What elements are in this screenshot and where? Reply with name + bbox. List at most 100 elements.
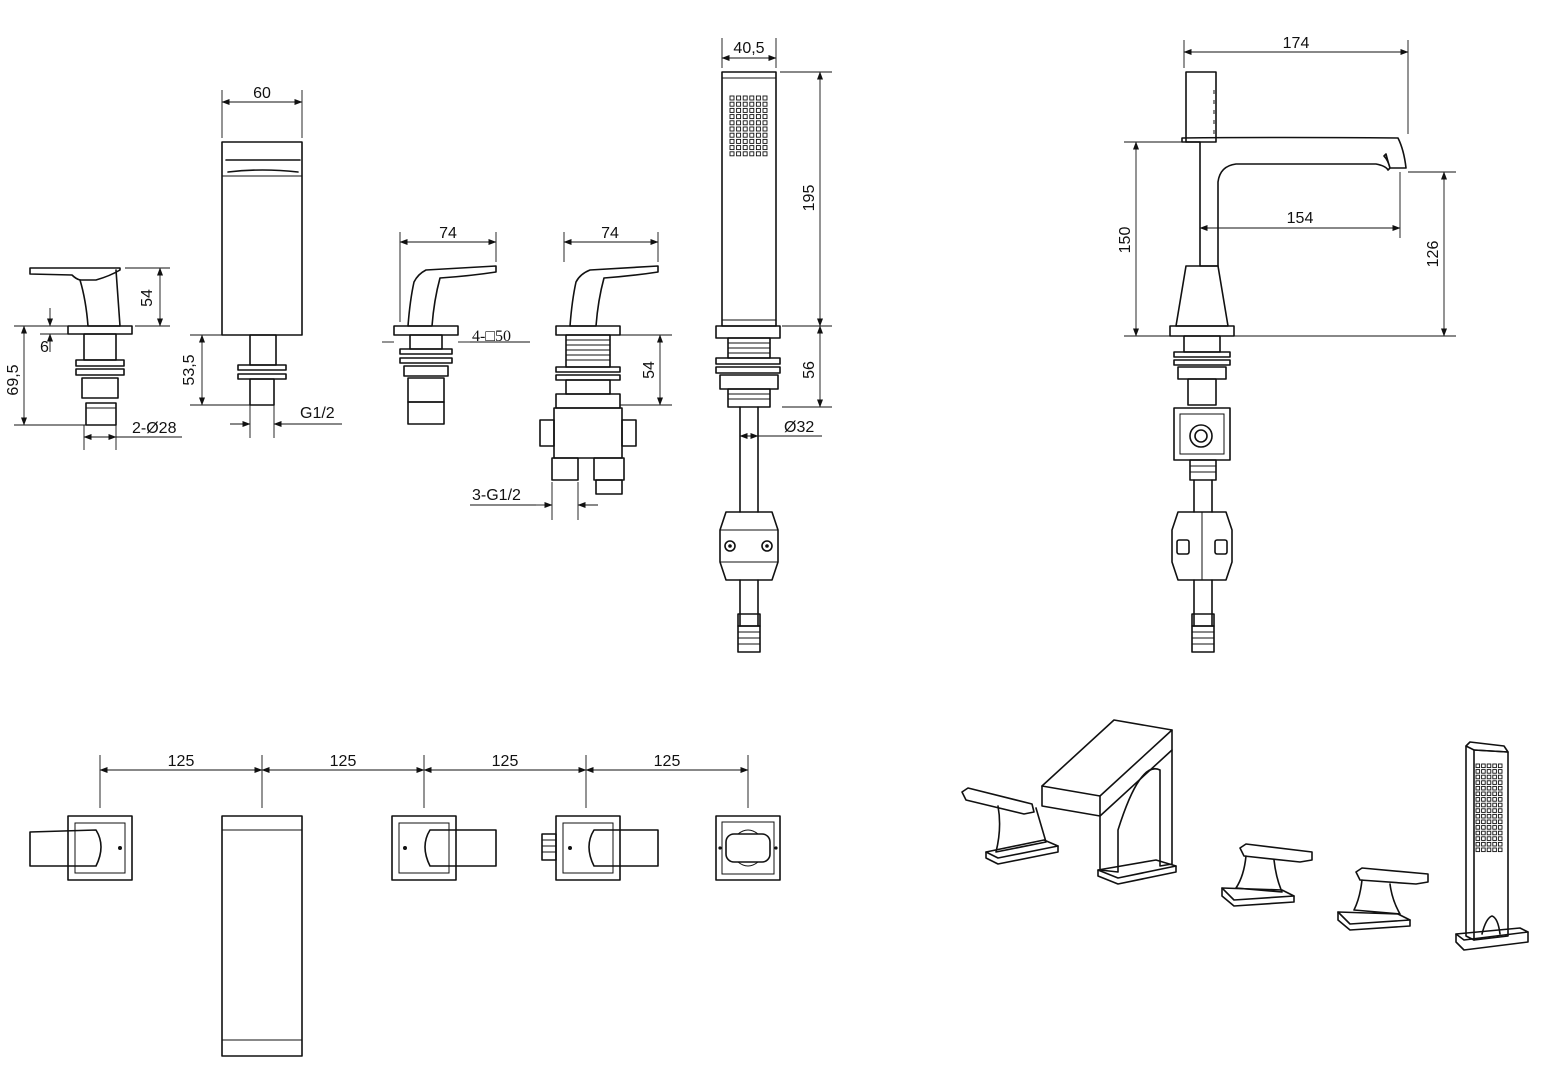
lever-a-height-label: 54 [139,289,156,307]
nozzle [755,95,761,101]
handshower-hole-label: Ø32 [784,419,814,436]
nozzle [1492,763,1497,769]
nozzle [1475,819,1481,825]
nozzle [742,101,748,107]
isometric-assembly-view [961,719,1529,951]
nozzle [762,126,768,132]
nozzle [1486,780,1492,785]
nozzle [1492,819,1497,825]
nozzle [762,138,768,144]
nozzle [1492,813,1497,819]
nozzle [1486,763,1492,769]
nozzle [755,151,761,157]
nozzle [1481,830,1486,836]
plan-view: 125 125 125 125 [29,753,781,1057]
nozzle [1492,825,1497,830]
nozzle [742,145,748,151]
nozzle [736,120,742,126]
nozzle [1497,813,1503,819]
lever-a-total-label: 69,5 [5,364,22,395]
spout-side-connection-label: G1/2 [300,405,335,422]
nozzle [736,132,742,138]
nozzle [755,101,761,107]
nozzle [736,95,742,101]
nozzle [736,101,742,107]
lever-a-hole-label: 2-Ø28 [132,420,177,437]
nozzle [742,138,748,144]
nozzle [762,114,768,120]
nozzle [1481,802,1486,808]
nozzle [1497,797,1503,802]
iso-lever-left [961,787,1059,865]
nozzle [1492,797,1497,802]
nozzle [1497,791,1503,797]
spout-front-view: 174 150 154 126 [1117,35,1456,653]
nozzle [1486,841,1492,847]
nozzle [1475,813,1481,819]
nozzle [1497,769,1503,774]
nozzle [736,151,742,157]
nozzle [749,138,755,144]
nozzle [1475,797,1481,802]
nozzle [1492,791,1497,797]
iso-diverter [1337,867,1429,931]
nozzle [742,151,748,157]
nozzle [729,145,735,151]
nozzle [1486,847,1492,853]
nozzle [1481,825,1486,830]
nozzle [1475,763,1481,769]
nozzle [1497,763,1503,769]
lever-valve-side-view: 54 6 69,5 2-Ø28 [5,267,182,450]
iso-lever-middle [1221,843,1313,907]
nozzle [729,101,735,107]
nozzle [1475,830,1481,836]
nozzle [762,120,768,126]
nozzle [762,151,768,157]
spout-outlet-height-label: 126 [1425,241,1442,268]
nozzle [736,107,742,113]
iso-spray-nozzle-grid [1475,763,1503,853]
nozzle [1492,808,1497,813]
nozzle [1486,813,1492,819]
nozzle [729,95,735,101]
diverter-width-label: 74 [601,225,619,242]
nozzle [749,132,755,138]
plan-spacing-4-label: 125 [654,753,681,770]
nozzle [1492,836,1497,841]
nozzle [1486,791,1492,797]
nozzle [1475,847,1481,853]
nozzle [729,114,735,120]
nozzle [729,120,735,126]
nozzle [1497,774,1503,780]
nozzle [736,114,742,120]
nozzle [1475,785,1481,791]
nozzle [1481,763,1486,769]
spout-side-thread-label: 53,5 [181,354,198,385]
nozzle [1481,791,1486,797]
nozzle [1492,830,1497,836]
spout-reach-label: 154 [1287,210,1314,227]
nozzle [1475,836,1481,841]
nozzle [1481,774,1486,780]
plan-spout [221,815,303,1057]
nozzle [1486,825,1492,830]
nozzle [1497,836,1503,841]
plan-spacing-2-label: 125 [330,753,357,770]
nozzle [755,114,761,120]
nozzle [1475,780,1481,785]
nozzle [729,151,735,157]
spray-nozzle-grid [729,95,768,157]
plan-handshower-holder [715,815,781,881]
nozzle [1486,797,1492,802]
nozzle [755,120,761,126]
plan-spacing-3-label: 125 [492,753,519,770]
nozzle [736,138,742,144]
nozzle [1486,808,1492,813]
nozzle [1475,791,1481,797]
nozzle [1481,780,1486,785]
nozzle [1481,785,1486,791]
nozzle [1497,830,1503,836]
nozzle [1492,774,1497,780]
nozzle [1497,802,1503,808]
nozzle [1481,808,1486,813]
